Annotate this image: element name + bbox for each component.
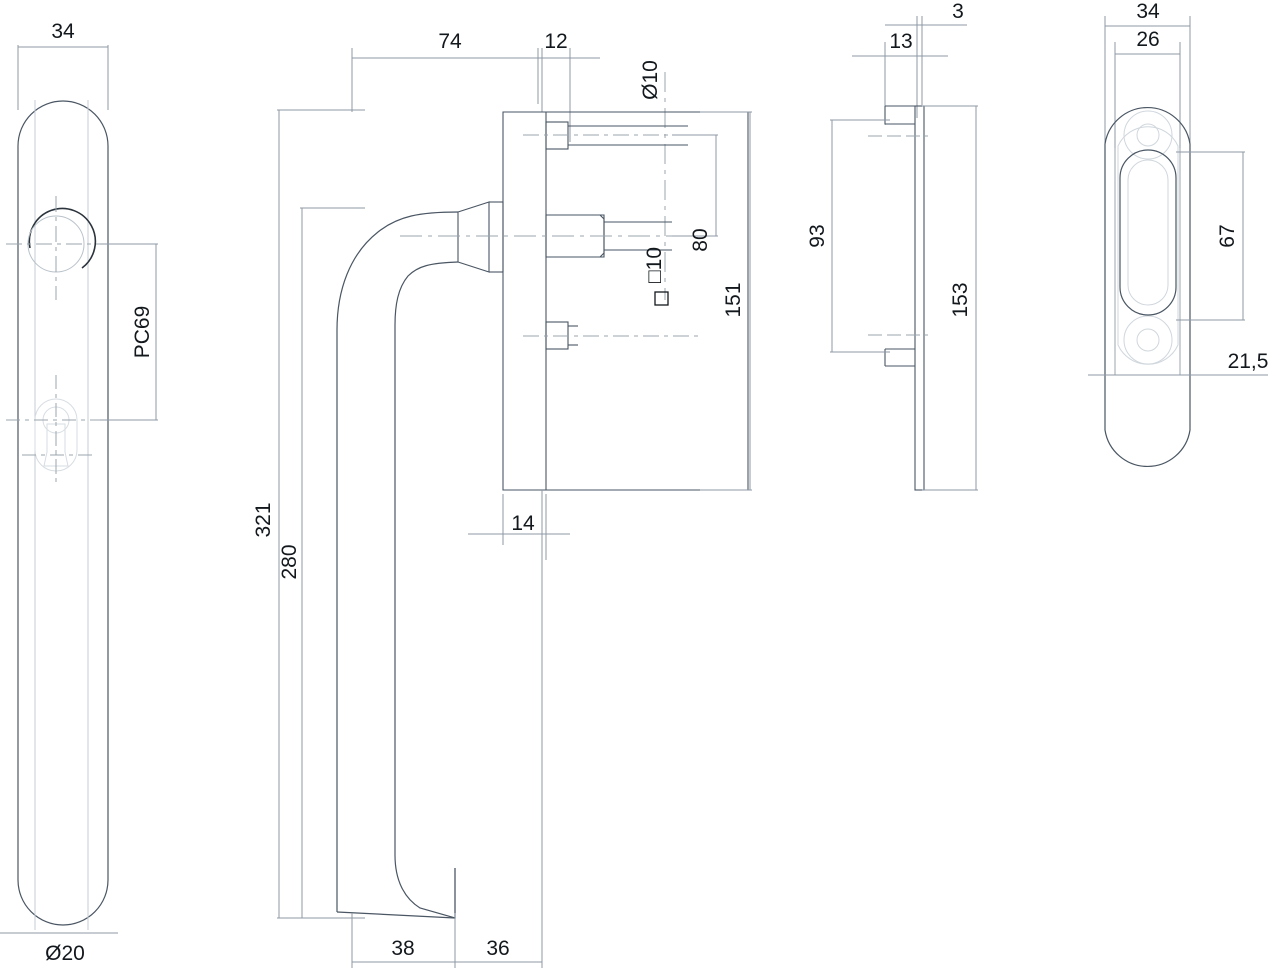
rear-plate-ghost [1117,126,1179,365]
dim-label-34-v1: 34 [51,20,75,43]
rosette-extension-lines [1114,148,1181,375]
dim-label-36: 36 [486,937,509,960]
dim-label-d10: Ø10 [639,60,662,100]
dim-label-3: 3 [952,0,964,23]
dim-label-12: 12 [544,30,567,53]
dim-label-38: 38 [391,937,414,960]
boss-centrelines [868,135,928,336]
dim-label-13: 13 [889,30,912,53]
dim-14 [468,494,570,560]
dim-80 [672,134,718,237]
handle-neck [457,201,504,273]
view-plate-edge: 3 13 93 [806,0,978,491]
dim-34-v4 [1104,16,1191,150]
backplate-outline [17,100,109,926]
dim-93 [830,119,890,353]
dim-34-plate-width [17,45,109,110]
dim-label-280: 280 [278,544,301,579]
view-side-handle: 74 12 Ø10 [252,30,752,968]
dim-label-21-5: 21,5 [1228,350,1269,373]
spindle-hole-arc [28,207,97,269]
view-front-backplate: 34 PC69 [0,20,158,965]
square-spindle [545,214,672,258]
dim-74 [351,48,543,112]
dim-label-26: 26 [1136,28,1159,51]
dim-label-34-v4: 34 [1136,0,1160,23]
dim-label-321: 321 [252,502,275,537]
dim-label-153: 153 [949,282,972,317]
oval-rosette-outline [1119,149,1177,316]
view-rear-rosette: 34 26 [1088,0,1269,467]
dim-label-pc69: PC69 [131,306,154,359]
dim-label-square10: □10 [643,247,666,283]
dim-label-151: 151 [722,282,745,317]
dim-280 [300,207,365,919]
rear-plate-outline [1104,107,1191,467]
dim-label-80: 80 [689,228,712,251]
dim-38-36 [351,490,543,968]
handle-grip-outline [336,211,459,919]
dim-153 [922,105,978,491]
dim-26 [1114,42,1181,148]
dim-label-14: 14 [511,512,535,535]
plate-blade [914,105,925,491]
dim-label-93: 93 [806,224,829,247]
rosette-screw-ghosts [1123,110,1173,365]
dim-label-74: 74 [438,30,462,53]
dim-151 [700,111,752,491]
oval-rosette-inner-ghost [1127,159,1169,306]
dim-label-d20: Ø20 [45,942,85,965]
dim-label-67: 67 [1216,224,1239,247]
dim-pc69 [100,243,158,421]
spindle-centre-marks [6,196,135,300]
square-symbol-10: □10 [643,247,669,306]
cylinder-centre-marks [6,375,135,482]
plate-boss [884,105,915,367]
dim-67 [1176,151,1245,321]
